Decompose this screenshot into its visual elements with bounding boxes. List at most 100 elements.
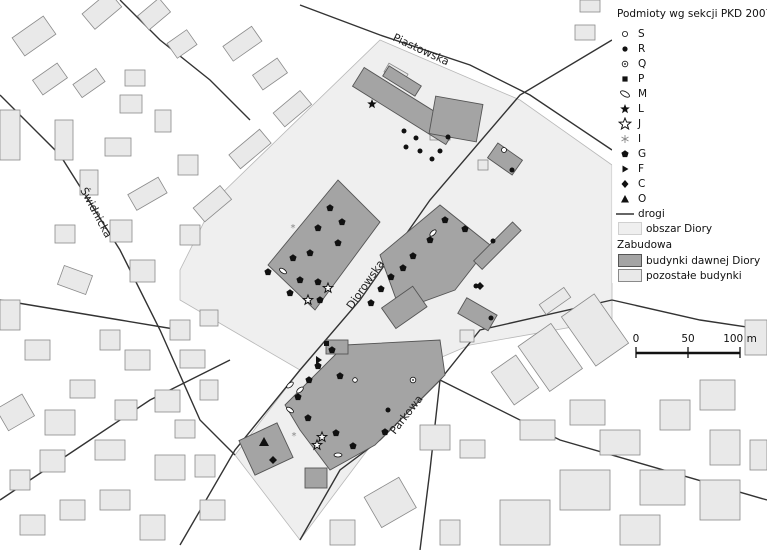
other-building (699, 379, 736, 411)
other-building (490, 354, 540, 406)
other-building (199, 309, 219, 327)
legend-item-q: Q (612, 56, 762, 71)
other-building (124, 349, 151, 371)
section-C-marker (269, 456, 277, 464)
legend-label: budynki dawnej Diory (646, 254, 761, 267)
other-building (54, 224, 76, 244)
other-building (166, 29, 198, 59)
section-M-marker (286, 406, 294, 414)
circle-filled-icon (612, 43, 638, 55)
legend-item-s: S (612, 26, 762, 41)
star-filled-icon (612, 103, 638, 115)
other-building (177, 154, 199, 176)
other-building (9, 469, 31, 491)
ellipse-open-icon (612, 88, 638, 100)
other-building (560, 293, 630, 367)
section-I-marker: * (291, 223, 296, 234)
section-Q-marker-center (412, 379, 414, 381)
other-building (129, 259, 156, 283)
scale-tick-label: 50 (681, 333, 694, 345)
section-C-marker (476, 282, 484, 290)
other-building (81, 0, 123, 30)
section-R-marker (429, 156, 435, 162)
legend-label: C (638, 177, 646, 190)
legend-title: Podmioty wg sekcji PKD 2007 (617, 8, 767, 20)
other-building (619, 514, 661, 546)
other-building (477, 159, 489, 171)
road-swidnicka (0, 94, 236, 456)
other-building (228, 128, 272, 170)
section-M-marker (296, 386, 304, 394)
other-building (459, 329, 475, 343)
other-building (329, 519, 356, 546)
triangle-up-icon (612, 193, 638, 205)
other-building (639, 469, 686, 506)
other-building (154, 389, 181, 413)
other-building (104, 137, 132, 157)
diora-buildings (238, 65, 524, 489)
other-building (192, 184, 233, 223)
other-building (519, 419, 556, 441)
legend-label: P (638, 72, 645, 85)
legend-label: J (638, 117, 642, 130)
road-west-2 (0, 359, 231, 501)
section-S-marker (501, 147, 507, 153)
section-R-marker (509, 167, 515, 173)
section-R-marker (445, 134, 451, 140)
legend-item-l: L (612, 101, 762, 116)
legend-item-diora-buildings: budynki dawnej Diory (612, 253, 762, 268)
other-building (579, 0, 601, 13)
legend-label: R (638, 42, 646, 55)
section-M-marker (429, 229, 437, 237)
asterisk-icon (612, 133, 638, 145)
other-building (114, 399, 138, 421)
other-building (99, 489, 131, 511)
diamond-filled-icon (612, 178, 638, 190)
other-building (54, 119, 74, 161)
other-building (499, 499, 551, 546)
triangle-right-icon (612, 163, 638, 175)
section-R-marker (413, 135, 419, 141)
other-building (749, 439, 767, 471)
star-open-icon (612, 116, 638, 131)
legend-item-g: G (612, 146, 762, 161)
other-building (139, 514, 166, 541)
business-markers: * * (259, 99, 515, 464)
road-east-2 (611, 299, 767, 331)
other-building (199, 499, 226, 521)
other-building (99, 329, 121, 351)
legend-label: I (638, 132, 642, 145)
diora-building (457, 297, 498, 332)
road-north-1 (119, 0, 251, 121)
other-building (574, 24, 596, 41)
other-building-swatch-icon (618, 269, 642, 282)
legend-label: pozostałe budynki (646, 269, 742, 282)
other-building (154, 454, 186, 481)
other-building (599, 429, 641, 456)
legend-label: M (638, 87, 648, 100)
other-building (179, 224, 201, 246)
other-building (59, 499, 86, 521)
other-building (136, 0, 172, 31)
section-M-marker (279, 267, 287, 275)
other-building (251, 57, 289, 91)
other-building (222, 25, 263, 62)
other-building (559, 469, 611, 511)
legend-item-f: F (612, 161, 762, 176)
legend-item-area: obszar Diory (612, 221, 762, 236)
diora-building (486, 142, 524, 176)
diora-building (325, 339, 349, 355)
legend: Podmioty wg sekcji PKD 2007 S R Q P M L … (612, 8, 767, 283)
section-P-marker (324, 341, 329, 346)
section-R-marker (488, 315, 494, 321)
road-line-icon (612, 208, 638, 220)
other-building (169, 319, 191, 341)
diora-building (428, 95, 484, 143)
other-building (194, 454, 216, 478)
section-R-marker (490, 238, 496, 244)
other-building (709, 429, 741, 466)
other-building (199, 379, 219, 401)
legend-label: S (638, 27, 645, 40)
other-building (659, 399, 691, 431)
other-building (72, 67, 106, 99)
